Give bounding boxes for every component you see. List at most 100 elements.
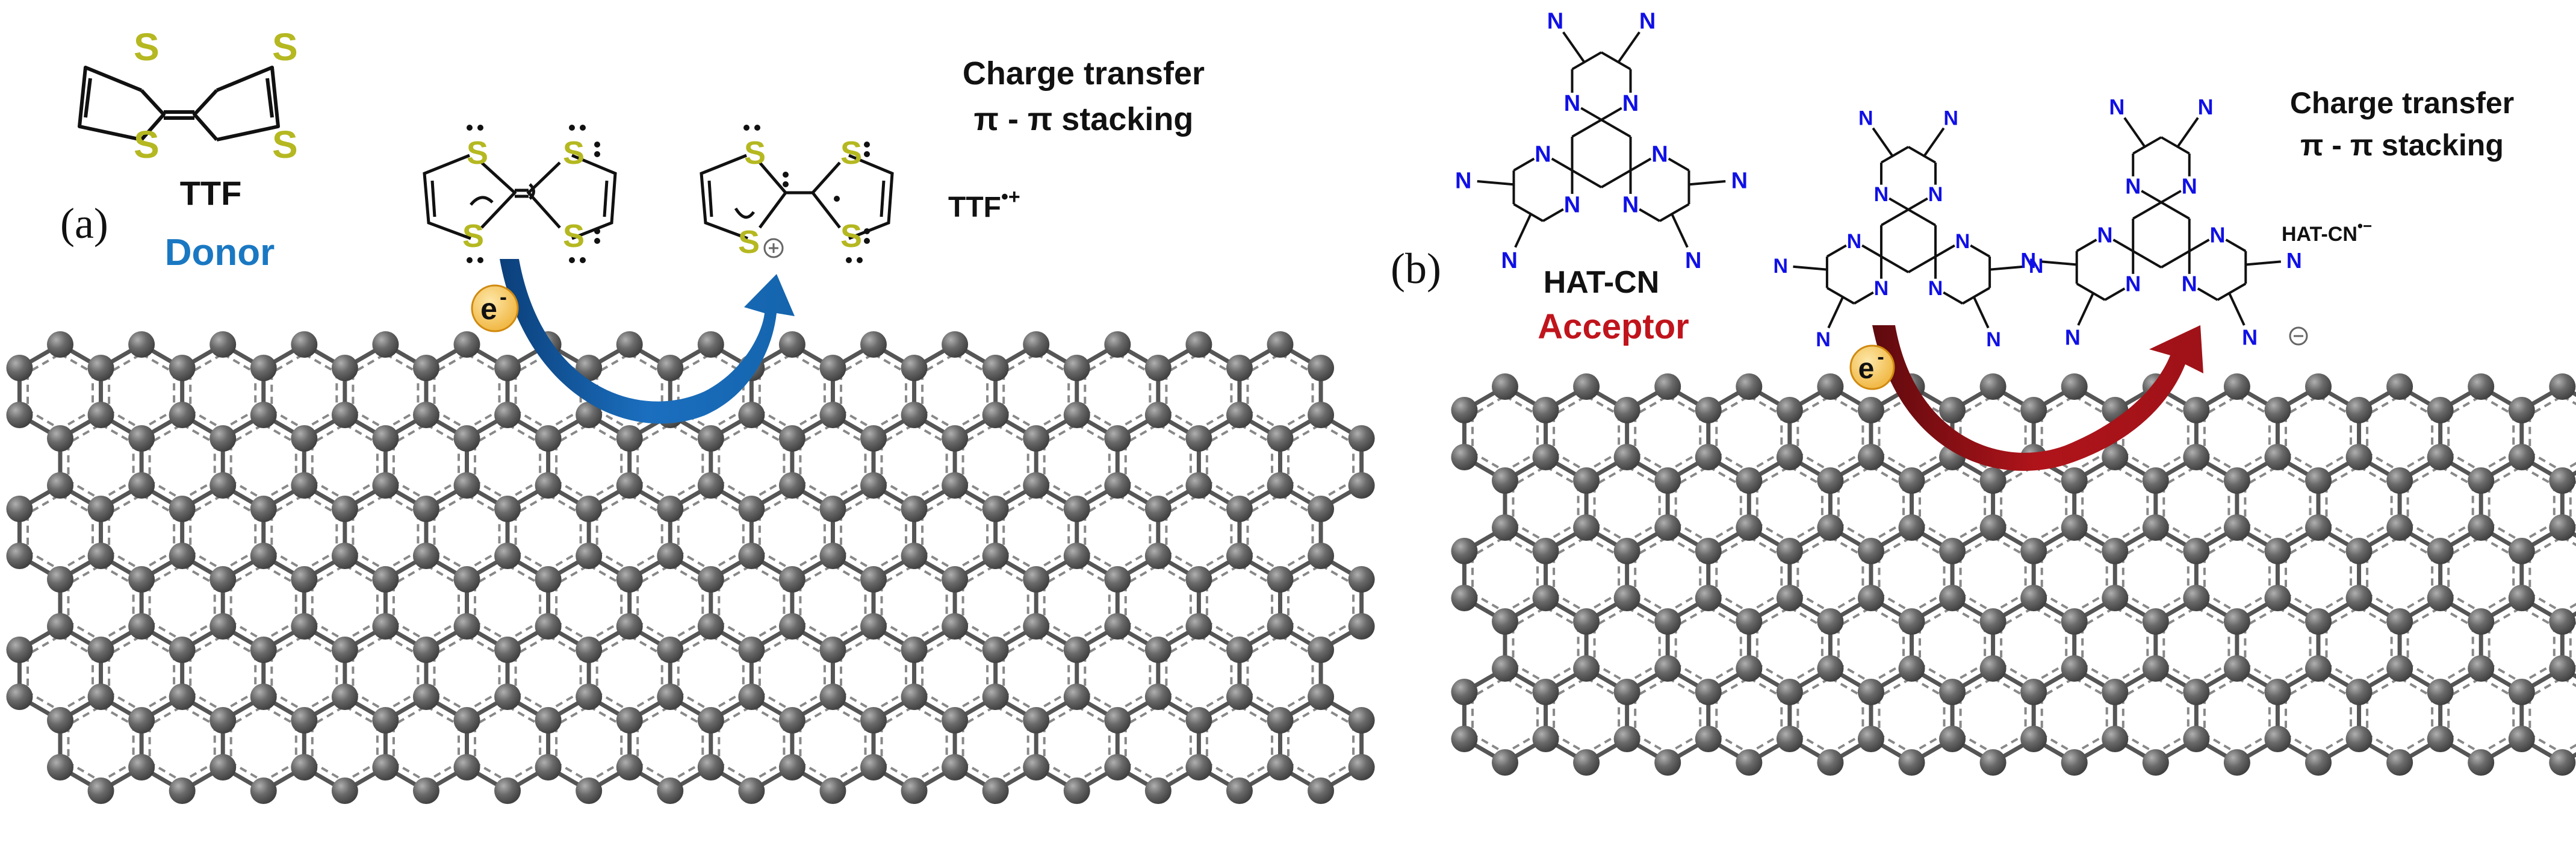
- carbon-atom: [2508, 538, 2535, 564]
- carbon-atom: [1613, 444, 1640, 470]
- aromatic-ring: [433, 634, 501, 712]
- aromatic-ring: [2162, 465, 2230, 543]
- aromatic-ring: [961, 423, 1029, 501]
- carbon-atom: [2102, 538, 2129, 564]
- carbon-atom: [2142, 655, 2169, 682]
- carbon-atom: [2102, 444, 2129, 470]
- aromatic-ring: [2121, 535, 2190, 614]
- aromatic-ring: [392, 423, 460, 501]
- aromatic-ring: [555, 564, 623, 642]
- nitrogen-atom: N: [1622, 192, 1639, 217]
- carbon-atom: [47, 425, 73, 452]
- ttf-sulfur-labels: S S S S: [134, 25, 298, 166]
- aromatic-ring: [2325, 465, 2393, 543]
- carbon-atom: [1144, 684, 1172, 710]
- aromatic-ring: [718, 423, 786, 501]
- carbon-atom: [1695, 397, 1722, 423]
- carbon-atom: [2102, 585, 2129, 611]
- carbon-atom: [616, 707, 643, 734]
- aromatic-ring: [799, 564, 867, 642]
- carbon-atom: [128, 472, 155, 499]
- carbon-atom: [1573, 467, 1600, 494]
- carbon-atom: [291, 613, 318, 640]
- carbon-atom: [1532, 679, 1559, 705]
- carbon-atom: [1308, 355, 1335, 381]
- carbon-atom: [2020, 585, 2047, 611]
- panel-a-label: (a): [60, 199, 108, 248]
- carbon-atom: [2183, 538, 2210, 564]
- aromatic-ring: [2121, 676, 2190, 755]
- carbon-atom: [494, 684, 521, 710]
- aromatic-ring: [311, 705, 379, 783]
- aromatic-ring: [677, 493, 745, 572]
- cyano-nitrogen: N: [1816, 328, 1831, 351]
- aromatic-ring: [514, 493, 582, 572]
- nitrogen-bg: [2179, 273, 2199, 294]
- carbon-atom: [494, 543, 521, 569]
- hatcn-bond: [2132, 250, 2162, 269]
- carbon-atom: [738, 684, 765, 710]
- aromatic-ring: [433, 352, 501, 431]
- cyano-bond: [2245, 260, 2282, 266]
- carbon-atom: [901, 637, 928, 663]
- carbon-atom: [697, 707, 724, 734]
- carbon-atom: [453, 613, 480, 640]
- aromatic-ring: [108, 493, 176, 572]
- carbon-atom: [1654, 749, 1681, 776]
- carbon-atom: [2264, 585, 2291, 611]
- charge-transfer-title-a: Charge transfer: [963, 55, 1205, 92]
- cyano-nitrogen: N: [2020, 248, 2036, 273]
- carbon-atom: [209, 707, 237, 734]
- carbon-atom: [209, 613, 237, 640]
- cyano-nitrogen: N: [1858, 107, 1873, 130]
- carbon-atom: [1939, 679, 1966, 705]
- carbon-atom: [1492, 467, 1518, 494]
- aromatic-ring: [2040, 535, 2108, 614]
- carbon-atom: [1144, 402, 1172, 428]
- carbon-atom: [169, 684, 196, 710]
- aromatic-ring: [2366, 535, 2434, 614]
- carbon-atom: [1023, 472, 1050, 499]
- carbon-atom: [1979, 608, 2006, 635]
- carbon-atom: [1226, 355, 1253, 381]
- aromatic-ring: [229, 423, 297, 501]
- aromatic-ring: [2244, 606, 2312, 684]
- carbon-atom: [982, 402, 1009, 428]
- carbon-atom: [1267, 754, 1294, 780]
- carbon-atom: [2508, 679, 2535, 705]
- carbon-atom: [1104, 754, 1131, 780]
- carbon-atom: [2264, 444, 2291, 470]
- aromatic-ring: [26, 634, 94, 712]
- carbon-atom: [2345, 679, 2373, 705]
- carbon-atom: [1939, 726, 1966, 752]
- carbon-atom: [576, 637, 603, 663]
- carbon-atom: [2304, 608, 2332, 635]
- carbon-atom: [2304, 467, 2332, 494]
- carbon-atom: [2549, 373, 2576, 400]
- carbon-atom: [128, 707, 155, 734]
- carbon-atom: [209, 472, 237, 499]
- aromatic-ring: [2285, 676, 2352, 755]
- aromatic-ring: [595, 634, 663, 712]
- carbon-atom: [291, 754, 318, 780]
- carbon-atom: [778, 613, 805, 640]
- aromatic-ring: [555, 705, 623, 783]
- ttf-neutral-lonepairs: [423, 154, 617, 240]
- svg-text:S: S: [744, 135, 766, 171]
- carbon-atom: [169, 355, 196, 381]
- hatcn-bond: [1659, 203, 1690, 222]
- carbon-atom: [1695, 444, 1722, 470]
- carbon-atom: [128, 566, 155, 593]
- aromatic-ring: [26, 352, 94, 431]
- aromatic-ring: [474, 564, 542, 642]
- carbon-atom: [657, 543, 684, 569]
- carbon-atom: [1532, 397, 1559, 423]
- carbon-atom: [1185, 331, 1212, 358]
- aromatic-ring: [1246, 634, 1314, 712]
- carbon-atom: [1979, 749, 2006, 776]
- carbon-atom: [1104, 472, 1131, 499]
- nitrogen-atom: N: [1928, 277, 1943, 300]
- nitrogen-bg: [1562, 193, 1583, 215]
- svg-text:S: S: [134, 123, 160, 166]
